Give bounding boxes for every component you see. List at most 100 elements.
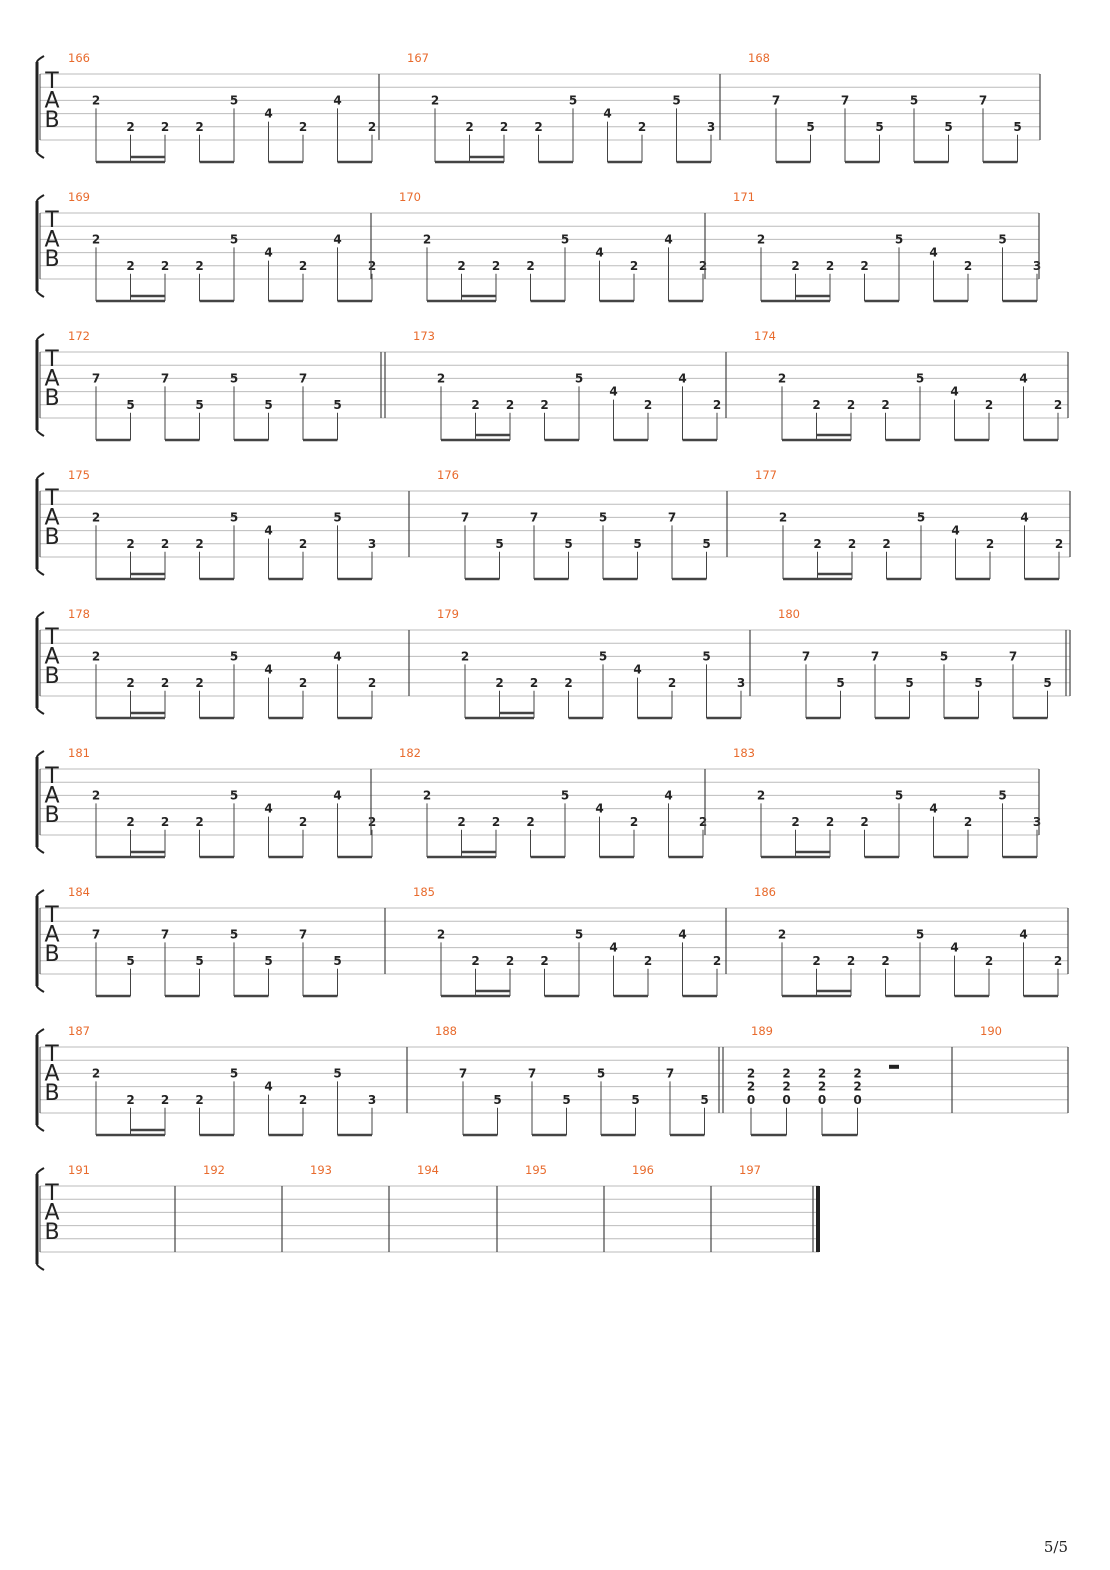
fret-number: 2	[540, 398, 548, 412]
fret-number: 4	[333, 788, 341, 802]
fret-number: 7	[528, 1066, 536, 1080]
tab-clef-letter: A	[44, 506, 59, 531]
measure-number: 176	[437, 468, 459, 482]
fret-number: 2	[471, 954, 479, 968]
system-bracket-hook	[36, 707, 45, 715]
fret-number: 7	[530, 510, 538, 524]
fret-number: 7	[459, 1066, 467, 1080]
fret-number: 5	[230, 927, 238, 941]
fret-number: 0	[747, 1093, 755, 1107]
fret-number: 2	[299, 1093, 307, 1107]
measure-number: 194	[417, 1163, 439, 1177]
fret-number: 2	[195, 676, 203, 690]
fret-number: 5	[230, 510, 238, 524]
fret-number: 7	[92, 371, 100, 385]
fret-number: 2	[813, 537, 821, 551]
fret-number: 5	[333, 1066, 341, 1080]
fret-number: 2	[964, 815, 972, 829]
fret-number: 2	[161, 120, 169, 134]
fret-number: 4	[333, 232, 341, 246]
system-bracket-hook	[36, 1124, 45, 1132]
fret-number: 2	[457, 259, 465, 273]
fret-number: 4	[664, 232, 672, 246]
fret-number: 2	[126, 676, 134, 690]
fret-number: 4	[333, 649, 341, 663]
fret-number: 5	[195, 398, 203, 412]
fret-number: 5	[564, 537, 572, 551]
fret-number: 2	[713, 954, 721, 968]
fret-number: 2	[368, 259, 376, 273]
tab-clef-letter: A	[44, 923, 59, 948]
fret-number: 5	[940, 649, 948, 663]
fret-number: 2	[757, 232, 765, 246]
measure-number: 174	[754, 329, 776, 343]
measure-number: 191	[68, 1163, 90, 1177]
fret-number: 7	[92, 927, 100, 941]
system-bracket-hook	[36, 290, 45, 298]
system-bracket-hook	[36, 1028, 45, 1036]
tab-clef-letter: A	[44, 784, 59, 809]
tab-clef-letter: B	[44, 664, 59, 689]
fret-number: 2	[195, 120, 203, 134]
fret-number: 5	[916, 927, 924, 941]
measure-number: 180	[778, 607, 800, 621]
fret-number: 2	[985, 954, 993, 968]
tab-clef-letter: T	[44, 625, 59, 650]
fret-number: 2	[791, 815, 799, 829]
fret-number: 2	[853, 1080, 861, 1094]
fret-number: 2	[812, 954, 820, 968]
fret-number: 5	[974, 676, 982, 690]
fret-number: 4	[264, 1080, 272, 1094]
fret-number: 2	[299, 676, 307, 690]
fret-number: 2	[699, 259, 707, 273]
fret-number: 5	[561, 232, 569, 246]
fret-number: 2	[699, 815, 707, 829]
tab-clef-letter: B	[44, 247, 59, 272]
tab-clef-letter: B	[44, 525, 59, 550]
measure-number: 179	[437, 607, 459, 621]
fret-number: 2	[423, 788, 431, 802]
measure-number: 187	[68, 1024, 90, 1038]
fret-number: 5	[230, 1066, 238, 1080]
measure-number: 193	[310, 1163, 332, 1177]
fret-number: 5	[126, 954, 134, 968]
fret-number: 0	[853, 1093, 861, 1107]
tab-clef-letter: B	[44, 803, 59, 828]
tab-clef-letter: B	[44, 108, 59, 133]
system-bracket-hook	[36, 889, 45, 897]
fret-number: 2	[492, 259, 500, 273]
tab-clef-letter: T	[44, 1181, 59, 1206]
fret-number: 5	[333, 954, 341, 968]
fret-number: 0	[818, 1093, 826, 1107]
fret-number: 5	[264, 954, 272, 968]
fret-number: 5	[806, 120, 814, 134]
fret-number: 7	[299, 927, 307, 941]
fret-number: 5	[493, 1093, 501, 1107]
fret-number: 2	[92, 1066, 100, 1080]
fret-number: 2	[668, 676, 676, 690]
fret-number: 5	[672, 93, 680, 107]
fret-number: 2	[299, 815, 307, 829]
measure: 197	[710, 1163, 820, 1252]
fret-number: 7	[772, 93, 780, 107]
measure-number: 189	[751, 1024, 773, 1038]
fret-number: 2	[747, 1066, 755, 1080]
fret-number: 3	[1033, 815, 1041, 829]
fret-number: 7	[666, 1066, 674, 1080]
fret-number: 2	[985, 398, 993, 412]
fret-number: 2	[368, 120, 376, 134]
tab-clef-letter: T	[44, 903, 59, 928]
measure-number: 175	[68, 468, 90, 482]
